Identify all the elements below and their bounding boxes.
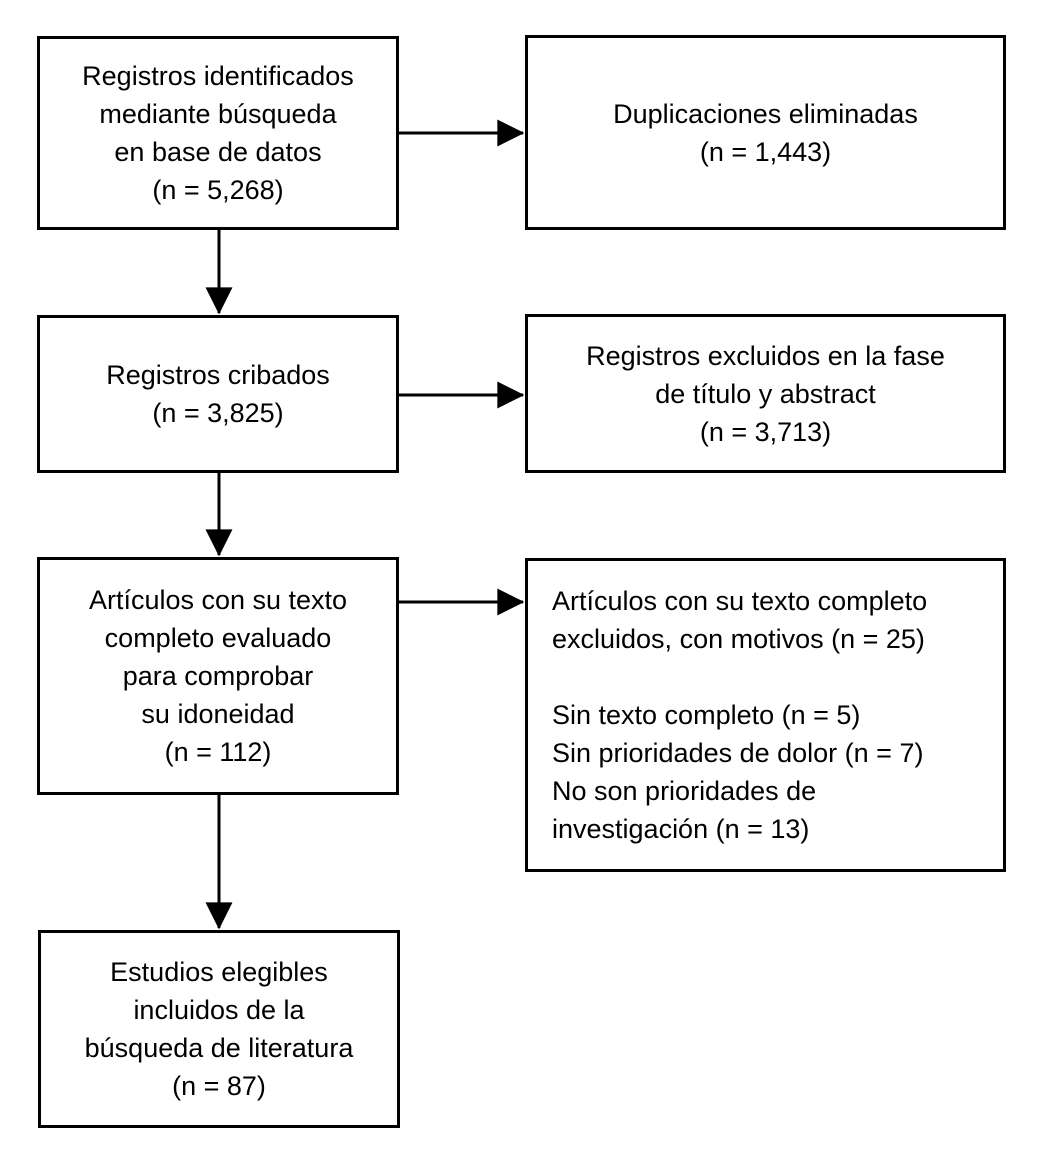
box-text-line: Registros identificados: [82, 61, 354, 91]
box-text-line: Registros excluidos en la fase: [586, 340, 945, 371]
box-text-line: búsqueda de literatura: [84, 1033, 354, 1063]
box-text-line: Artículos con su texto: [88, 585, 348, 615]
box-text-line: (n = 5,268): [152, 175, 284, 205]
box-text-line: Registros cribados: [106, 360, 330, 390]
box-text-line: Duplicaciones eliminadas: [613, 98, 918, 129]
box-text-line: [552, 658, 989, 696]
box-text-line: Artículos con su texto completo: [552, 586, 928, 616]
box-text-line: (n = 112): [164, 737, 272, 767]
box-fulltext-excluded: Artículos con su texto completo excluido…: [525, 558, 1006, 872]
box-text-line: en base de datos: [114, 137, 322, 167]
box-text-line: (n = 87): [172, 1071, 266, 1101]
box-text-line: investigación (n = 13): [552, 814, 810, 844]
box-text-line: para comprobar: [122, 661, 314, 691]
box-text-line: mediante búsqueda: [99, 99, 337, 129]
box-text-line: de título y abstract: [655, 378, 876, 409]
box-records-screened: Registros cribados (n = 3,825): [37, 315, 399, 473]
box-text-line: Sin texto completo (n = 5): [552, 700, 861, 730]
box-text-line: excluidos, con motivos (n = 25): [552, 624, 925, 654]
box-text-line: Estudios elegibles: [110, 957, 328, 987]
box-text-line: su idoneidad: [141, 699, 295, 729]
box-text-line: (n = 3,825): [152, 398, 284, 428]
box-fulltext-assessed: Artículos con su texto completo evaluado…: [37, 557, 399, 795]
box-excluded-title-abstract: Registros excluidos en la fase de título…: [525, 314, 1006, 473]
box-duplicates-removed: Duplicaciones eliminadas (n = 1,443): [525, 35, 1006, 230]
box-text-line: No son prioridades de: [552, 776, 817, 806]
box-text-line: completo evaluado: [104, 623, 332, 653]
box-text-line: Sin prioridades de dolor (n = 7): [552, 738, 924, 768]
box-text-line: (n = 1,443): [699, 136, 832, 167]
box-studies-included: Estudios elegibles incluidos de la búsqu…: [38, 930, 400, 1128]
box-text-line: incluidos de la: [133, 995, 305, 1025]
box-text-line: (n = 3,713): [699, 416, 832, 447]
box-records-identified: Registros identificados mediante búsqued…: [37, 36, 399, 230]
